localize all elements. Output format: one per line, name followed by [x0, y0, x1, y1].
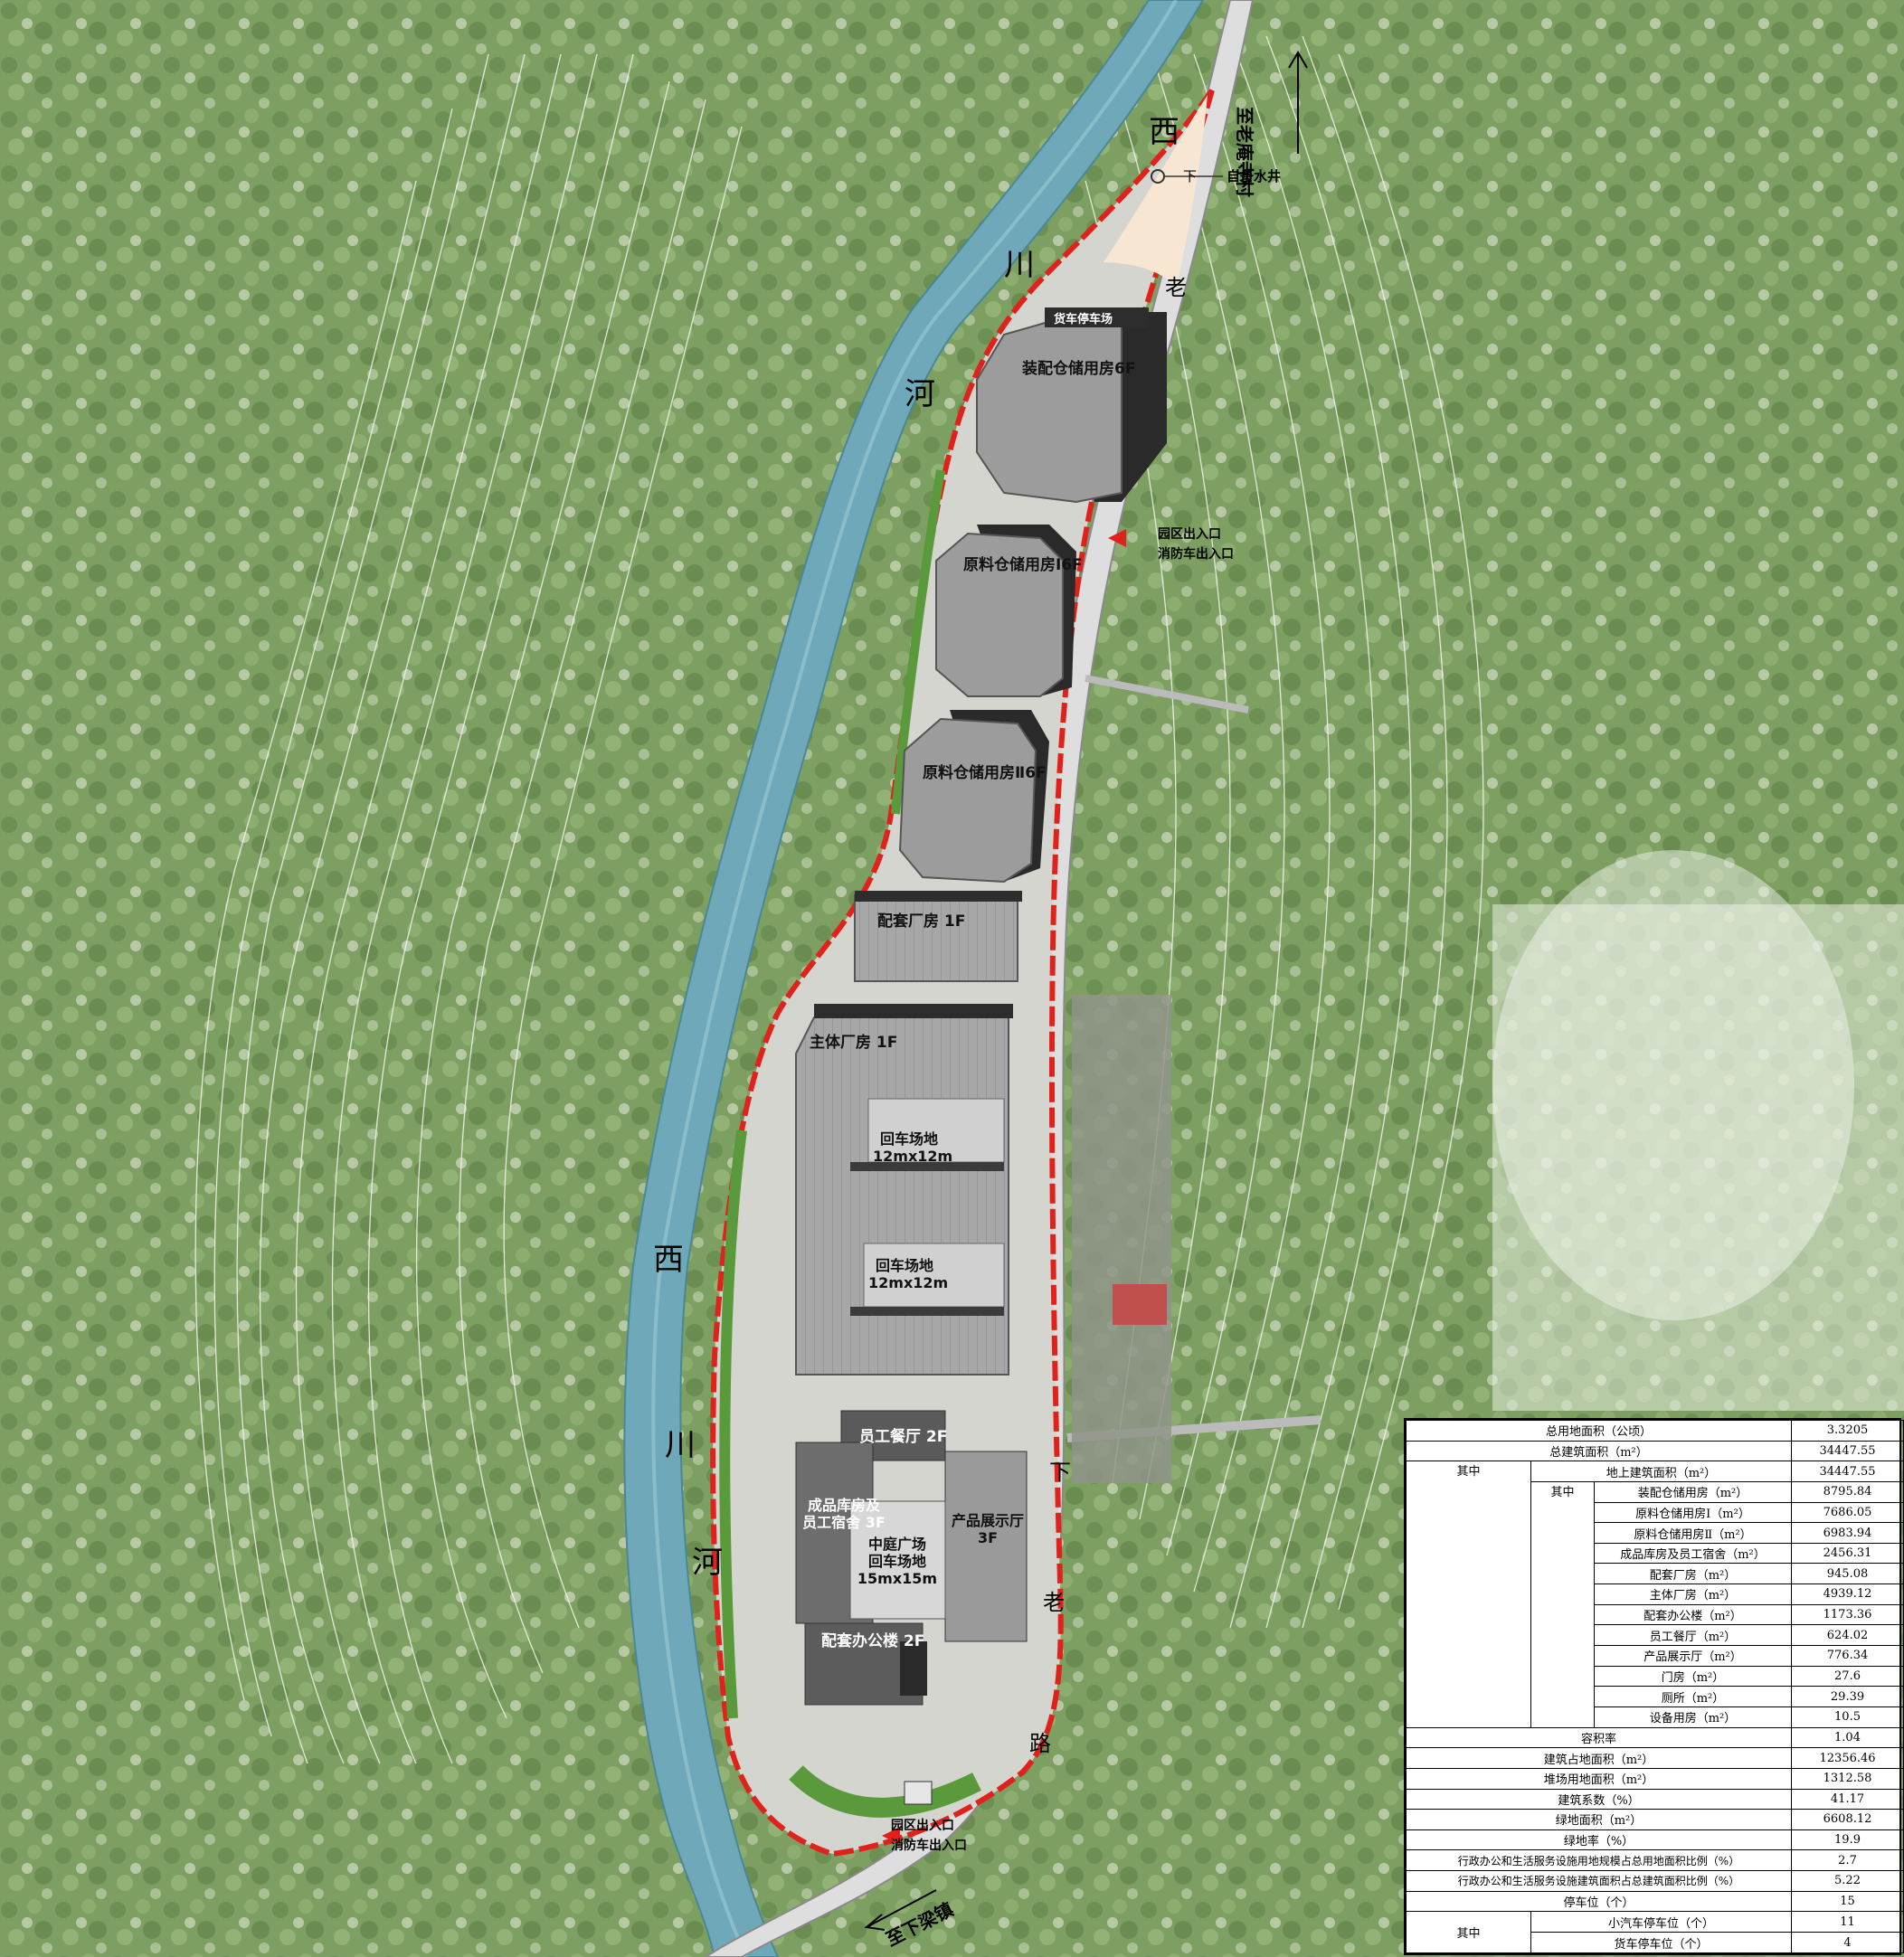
- xichuan-river: [623, 0, 1205, 1957]
- table-row: 厕所（m²）29.39: [1407, 1686, 1904, 1707]
- main-workshop-label: 主体厂房 1F: [810, 1034, 898, 1052]
- road-label-char: 老: [1043, 1590, 1065, 1615]
- canteen-label: 员工餐厅 2F: [859, 1428, 948, 1446]
- assembly-warehouse-label: 装配仓储用房6F: [1022, 360, 1136, 378]
- north-gate-label: 园区出入口 消防车出入口: [1158, 525, 1234, 564]
- gate-entrance-text: 园区出入口: [891, 1819, 954, 1833]
- river-label-char: 西: [653, 1242, 684, 1278]
- river-label-char: 河: [692, 1545, 723, 1581]
- turn-yard-1: [867, 1098, 1005, 1163]
- assembly-warehouse: [976, 316, 1123, 504]
- raw-warehouse-2: [898, 717, 1037, 884]
- gate-entrance-text: 园区出入口: [1158, 527, 1221, 542]
- turn-yard-1-label: 回车场地 12mx12m: [873, 1130, 953, 1165]
- river-label-char: 川: [665, 1427, 696, 1463]
- table-row: 设备用房（m²）10.5: [1407, 1706, 1904, 1728]
- gate-fire-text: 消防车出入口: [1158, 547, 1234, 562]
- table-row: 其中小汽车停车位（个）11: [1406, 1911, 1904, 1953]
- village-area: [1072, 995, 1171, 1483]
- contour-lines-west: [194, 53, 743, 1764]
- table-row: 绿地面积（m²）6608.12: [1405, 1809, 1904, 1830]
- table-row: 其中装配仓储用房（m²）8795.84: [1407, 1480, 1904, 1728]
- table-row: 建筑占地面积（m²）12356.46: [1405, 1747, 1904, 1769]
- table-row: 货车停车位（个）4: [1407, 1932, 1904, 1953]
- river-label-char: 西: [1149, 114, 1179, 150]
- table-row: 其中地上建筑面积（m²）34447.55: [1406, 1461, 1904, 1728]
- turn-yard-2: [863, 1243, 1005, 1308]
- table-row: 绿地率（%）19.9: [1405, 1829, 1904, 1851]
- truck-yard-label: 货车停车场: [1054, 313, 1113, 326]
- gatehouse: [904, 1781, 933, 1805]
- table-row: 原料仓储用房Ⅰ（m²）7686.05: [1407, 1501, 1904, 1524]
- dorm-label: 成品库房及 员工宿舍 3F: [802, 1497, 886, 1531]
- road-label-char: 路: [1029, 1731, 1051, 1756]
- table-row: 原料仓储用房Ⅱ（m²）6983.94: [1407, 1522, 1904, 1544]
- showroom: [944, 1451, 1028, 1642]
- showroom-label: 产品展示厅 3F: [951, 1512, 1024, 1546]
- table-row: 主体厂房（m²）4939.12: [1407, 1584, 1904, 1605]
- table-row: 配套厂房（m²）945.08: [1407, 1563, 1904, 1585]
- well-label: 自备水井: [1227, 168, 1282, 184]
- support-workshop: [854, 894, 1018, 982]
- plaza-label: 中庭广场 回车场地 15mx15m: [857, 1536, 938, 1587]
- south-arrow: [867, 1889, 937, 1927]
- table-row: 建筑系数（%）41.17: [1405, 1788, 1904, 1810]
- main-workshop: [795, 1016, 1009, 1376]
- office-label: 配套办公楼 2F: [821, 1632, 925, 1650]
- north-yard: [1104, 95, 1208, 289]
- raw-warehouse-2-label: 原料仓储用房Ⅱ6F: [923, 764, 1047, 782]
- south-gate-label: 园区出入口 消防车出入口: [891, 1816, 967, 1856]
- table-row: 堆场用地面积（m²）1312.58: [1405, 1767, 1904, 1790]
- river-label-char: 川: [1004, 247, 1035, 283]
- road-label-char: 老: [1165, 275, 1187, 300]
- table-row: 行政办公和生活服务设施用地规模占总用地面积比例（%）2.7: [1405, 1849, 1904, 1872]
- table-row: 总建筑面积（m²）34447.55: [1405, 1440, 1904, 1462]
- economic-indicator-table: 总用地面积（公顷）3.3205 总建筑面积（m²）34447.55 其中地上建筑…: [1404, 1418, 1904, 1955]
- turn-yard-2-label: 回车场地 12mx12m: [868, 1257, 949, 1291]
- raw-warehouse-1: [935, 532, 1064, 697]
- river-label-char: 河: [905, 376, 935, 412]
- table-row: 总用地面积（公顷）3.3205: [1405, 1420, 1904, 1442]
- well-marker: 下: [1183, 168, 1198, 184]
- table-row: 停车位（个）15: [1405, 1890, 1904, 1913]
- central-plaza: [849, 1500, 946, 1620]
- north-gate-arrow: [1108, 529, 1126, 547]
- buildings: [795, 307, 1167, 1805]
- south-gate-arrow: [882, 1827, 900, 1845]
- gate-fire-text: 消防车出入口: [891, 1839, 967, 1853]
- table-row: 行政办公和生活服务设施建筑面积占总建筑面积比例（%）5.22: [1405, 1870, 1904, 1892]
- support-workshop-label: 配套厂房 1F: [877, 912, 966, 931]
- raw-warehouse-1-label: 原料仓储用房Ⅰ6F: [963, 556, 1083, 574]
- road-label-char: 下: [1049, 1460, 1071, 1485]
- table-row: 配套办公楼（m²）1173.36: [1407, 1603, 1904, 1626]
